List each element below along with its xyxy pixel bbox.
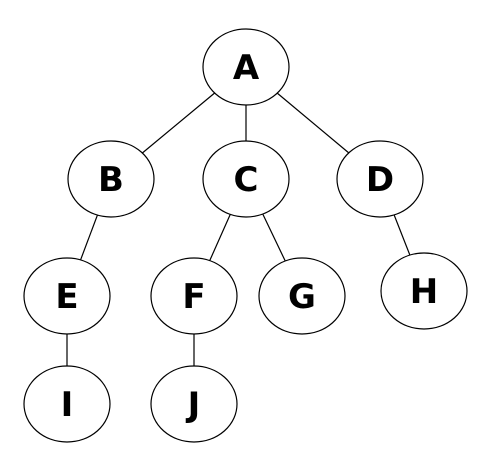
edge-c-g [262,213,286,262]
node-b: B [67,140,155,218]
nodes-layer: A B C D E F G H I J [23,28,468,443]
edges-layer [66,92,411,366]
node-label: E [55,277,78,317]
node-e: E [23,257,111,335]
node-circle [23,257,111,335]
node-label: A [233,48,260,88]
node-circle [150,257,238,335]
node-d: D [336,140,424,218]
node-c: C [202,140,290,218]
node-label: H [410,272,438,312]
node-f: F [150,257,238,335]
node-circle [67,140,155,218]
edge-a-d [276,92,350,154]
node-a: A [202,28,290,106]
node-label: D [366,160,394,200]
node-j: J [150,365,238,443]
node-circle [23,365,111,443]
edge-d-h [393,214,411,256]
node-i: I [23,365,111,443]
node-label: B [98,160,124,200]
node-circle [336,140,424,218]
node-h: H [380,252,468,330]
node-label: C [234,160,259,200]
node-circle [380,252,468,330]
edge-b-e [79,214,99,261]
node-circle [202,140,290,218]
node-label: I [61,385,74,425]
node-label: F [182,277,205,317]
node-label: G [288,277,316,317]
node-label: J [186,385,201,425]
node-circle [202,28,290,106]
edge-a-b [141,92,216,154]
node-circle [150,365,238,443]
edge-c-f [209,214,231,261]
node-g: G [258,257,346,335]
node-circle [258,257,346,335]
